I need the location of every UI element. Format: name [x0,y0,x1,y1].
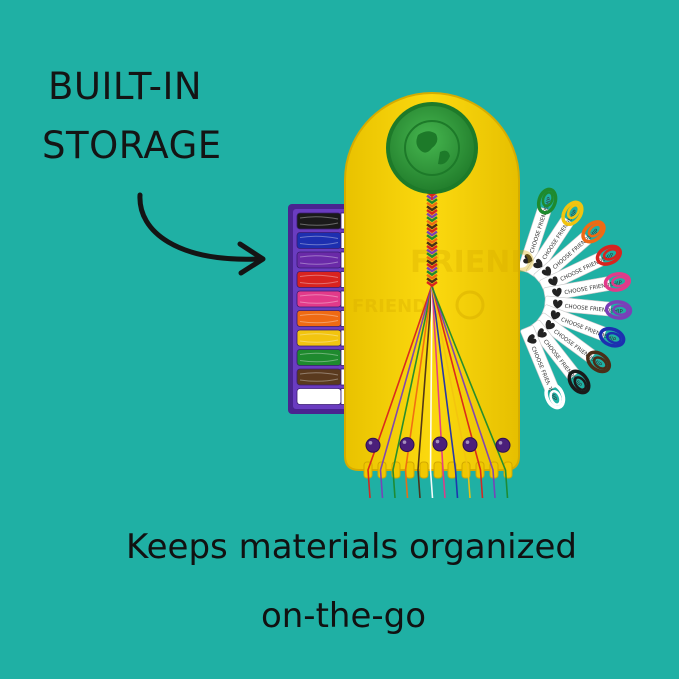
heart-icon [552,299,563,309]
heart-icon [545,320,555,330]
globe-dial-icon [386,102,478,194]
heart-icon [548,276,558,286]
heart-icon [552,287,562,297]
storage-callout-line-1: BUILT-IN [48,65,203,108]
heart-icon [527,334,537,344]
thread-card-label: CHOOSE FRIENDSHIP [564,304,623,316]
friendship-bracelet-braid [426,190,438,288]
loom-embossed-text: FRIEND [352,296,427,317]
storage-callout-line-2: STORAGE [42,124,222,167]
loom-threads [367,284,509,499]
heart-icon [533,258,543,269]
loom-beads [365,436,511,453]
curved-arrow-icon [137,192,266,276]
loom-comb [363,461,513,479]
heart-icon [541,266,552,276]
caption-line-1: Keeps materials organized [126,527,577,567]
heart-icon [523,254,533,264]
caption-line-2: on-the-go [260,596,427,636]
heart-icon [550,310,561,320]
heart-icon [537,328,547,338]
